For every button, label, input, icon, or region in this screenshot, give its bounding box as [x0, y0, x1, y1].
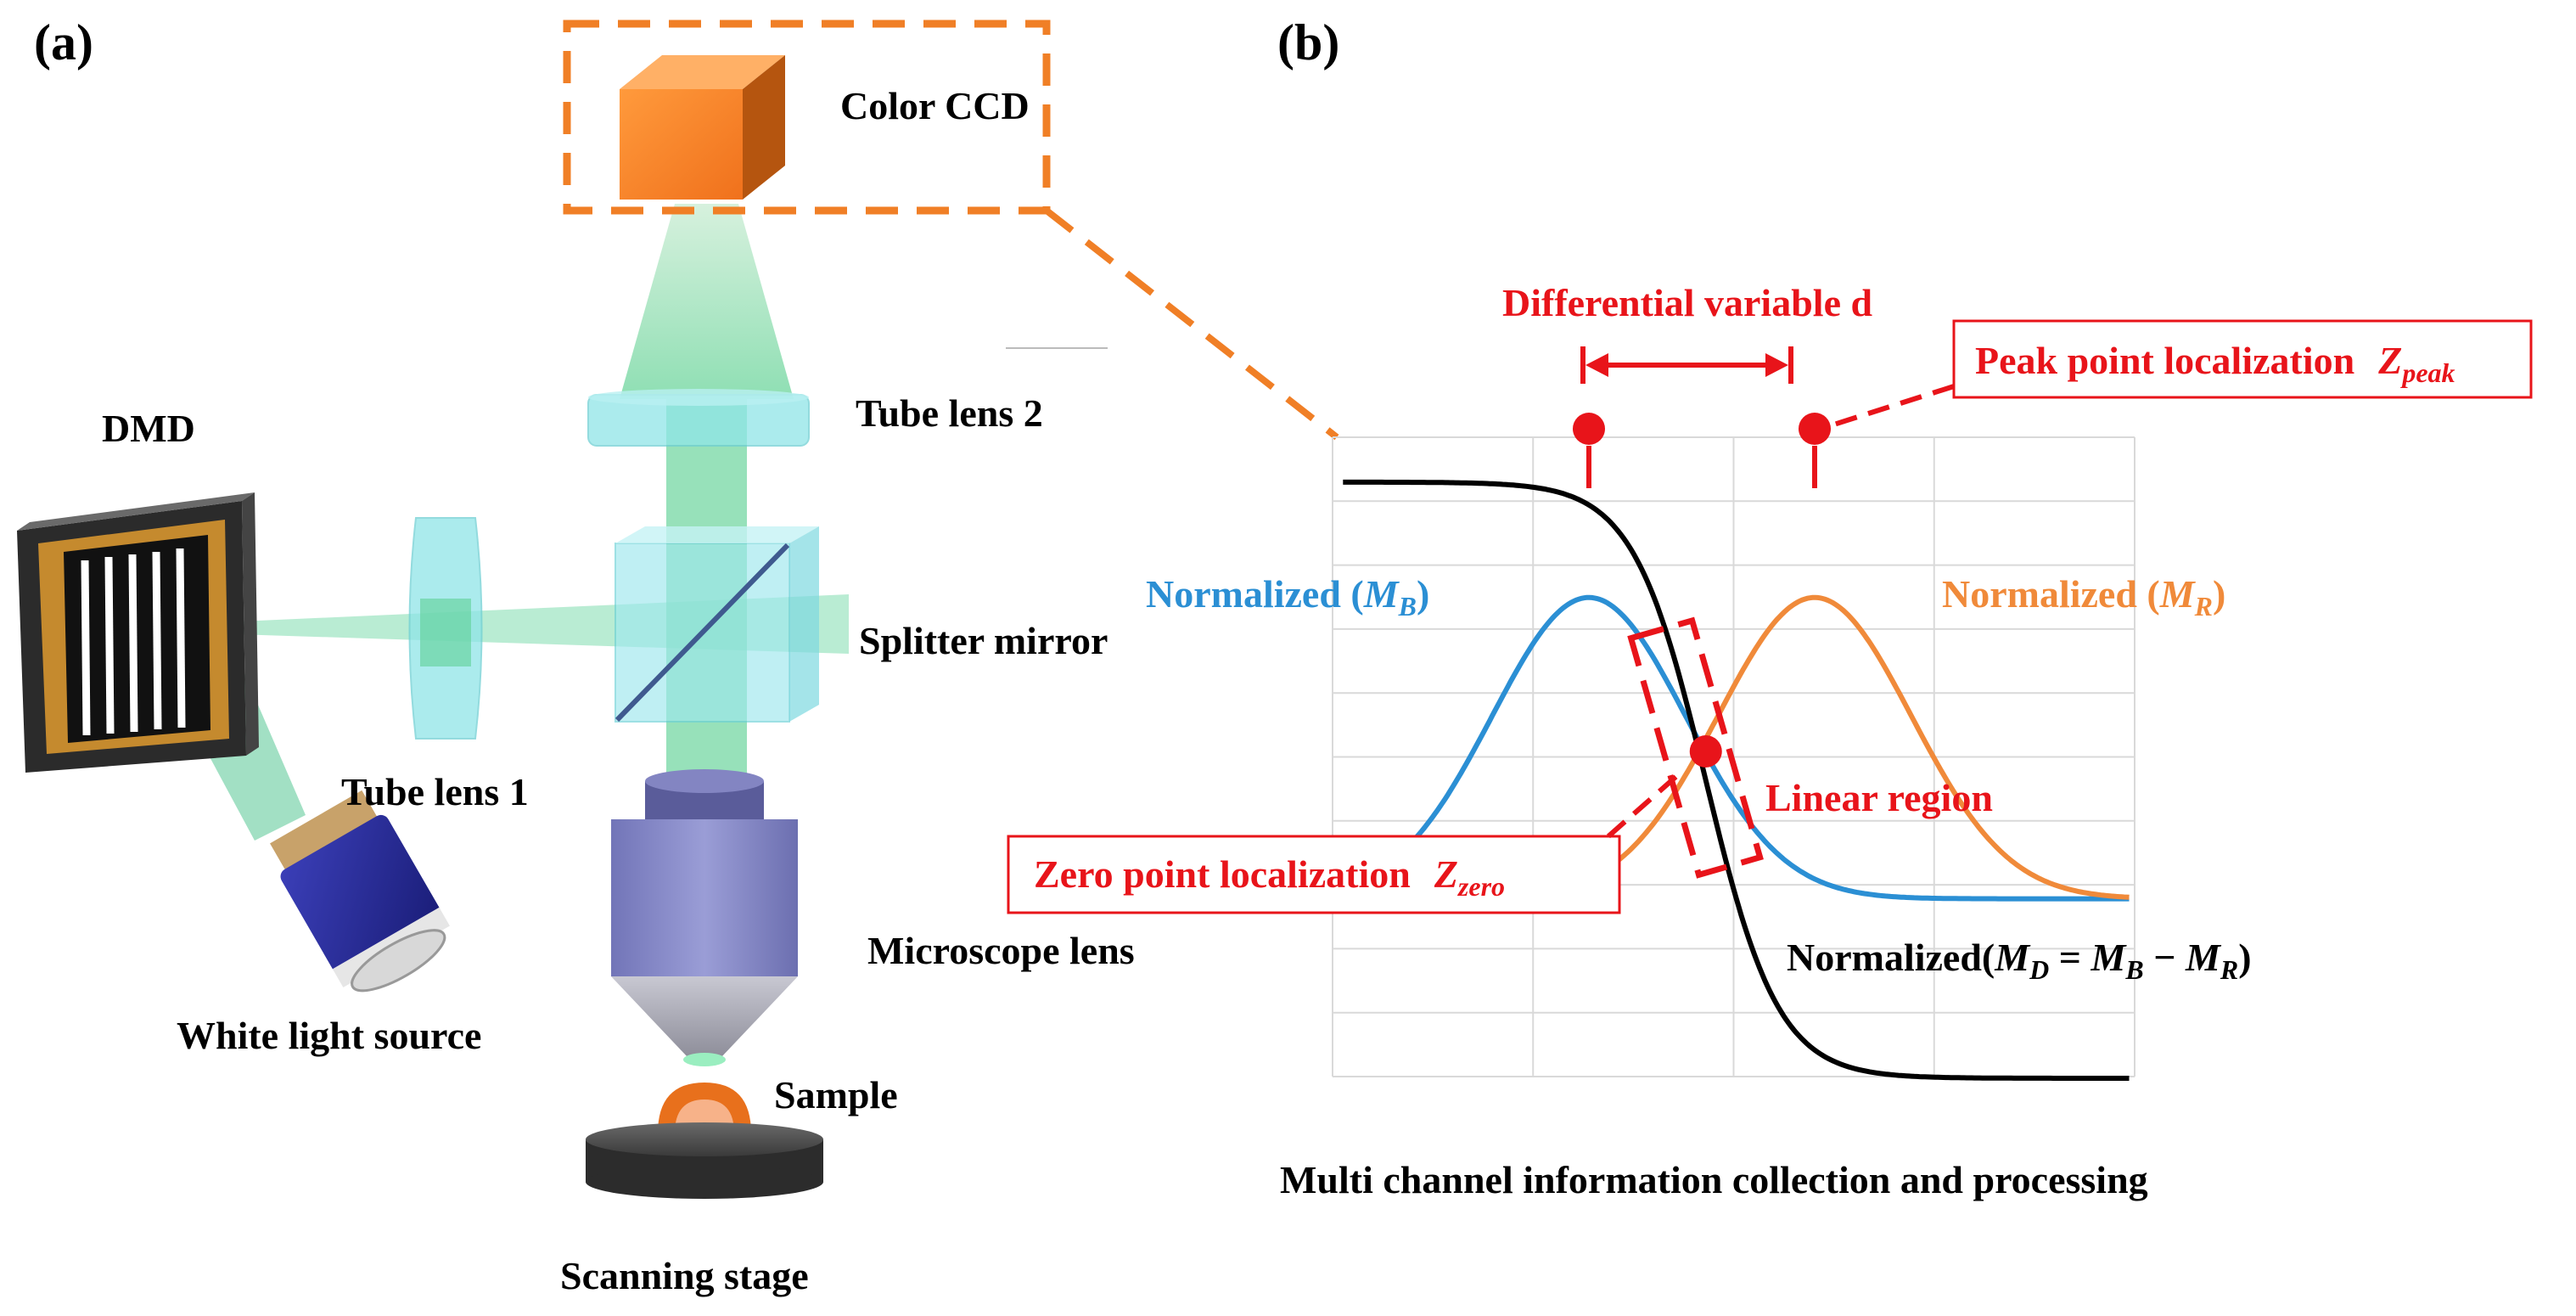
- label-tube-lens-2: Tube lens 2: [856, 391, 1043, 435]
- label-scanning-stage: Scanning stage: [560, 1254, 809, 1297]
- splitter-mirror: [615, 526, 819, 723]
- panel-b: (b) Differential variable d Peak point l…: [1007, 14, 2533, 1201]
- marker-peak-R: [1799, 413, 1831, 445]
- microscope-objective: [611, 769, 798, 1066]
- label-splitter-mirror: Splitter mirror: [859, 619, 1108, 662]
- panel-b-caption: Multi channel information collection and…: [1280, 1158, 2148, 1201]
- series-line-d: [1343, 479, 2130, 1081]
- zero-callout-line: [1607, 770, 1682, 839]
- label-series-mb: Normalized (MB): [1146, 572, 1429, 621]
- peak-symbol: Z: [2377, 339, 2402, 382]
- tube-lens-2: [587, 389, 810, 447]
- white-light-source: [270, 790, 450, 993]
- panel-b-tag: (b): [1277, 14, 1339, 70]
- zero-symbol: Z: [1434, 852, 1458, 896]
- zero-subscript: zero: [1457, 871, 1505, 902]
- series-line-b: [1342, 594, 2130, 902]
- linear-region-box: [1627, 616, 1764, 879]
- label-microscope-lens: Microscope lens: [867, 929, 1135, 972]
- color-ccd-camera: [620, 55, 785, 200]
- zero-text: Zero point localization: [1034, 852, 1411, 896]
- label-dmd: DMD: [102, 407, 195, 450]
- ccd-callout-line: [1044, 207, 1339, 441]
- panel-a-tag: (a): [34, 14, 93, 70]
- marker-peak-B: [1573, 413, 1605, 445]
- label-differential-variable: Differential variable d: [1502, 281, 1872, 324]
- label-series-md: Normalized(MD = MB − MR): [1787, 936, 2252, 985]
- peak-callout-text: Peak point localization Zpeak: [1975, 339, 2455, 388]
- label-tube-lens-1: Tube lens 1: [341, 770, 529, 813]
- label-linear-region: Linear region: [1765, 776, 1993, 819]
- tube-lens-1: [408, 517, 483, 740]
- zero-callout-text: Zero point localization Zzero: [1034, 852, 1505, 902]
- ccd-highlight-box: [563, 20, 1051, 215]
- differential-arrow: [1580, 346, 1793, 384]
- label-color-ccd: Color CCD: [840, 84, 1030, 127]
- peak-subscript: peak: [2399, 357, 2455, 388]
- peak-text: Peak point localization: [1975, 339, 2354, 382]
- panel-a: (a): [17, 14, 1339, 1297]
- peak-callout-line: [1820, 384, 1955, 431]
- peak-callout-box: [1952, 319, 2533, 399]
- dmd: [17, 492, 259, 773]
- label-sample: Sample: [774, 1073, 898, 1116]
- ccd-beam: [620, 204, 794, 399]
- marker-zero-point: [1689, 735, 1722, 768]
- label-series-mr: Normalized (MR): [1942, 572, 2225, 621]
- label-white-light-source: White light source: [177, 1014, 481, 1057]
- zero-callout-box: [1007, 835, 1621, 914]
- scanning-stage: [586, 1122, 823, 1199]
